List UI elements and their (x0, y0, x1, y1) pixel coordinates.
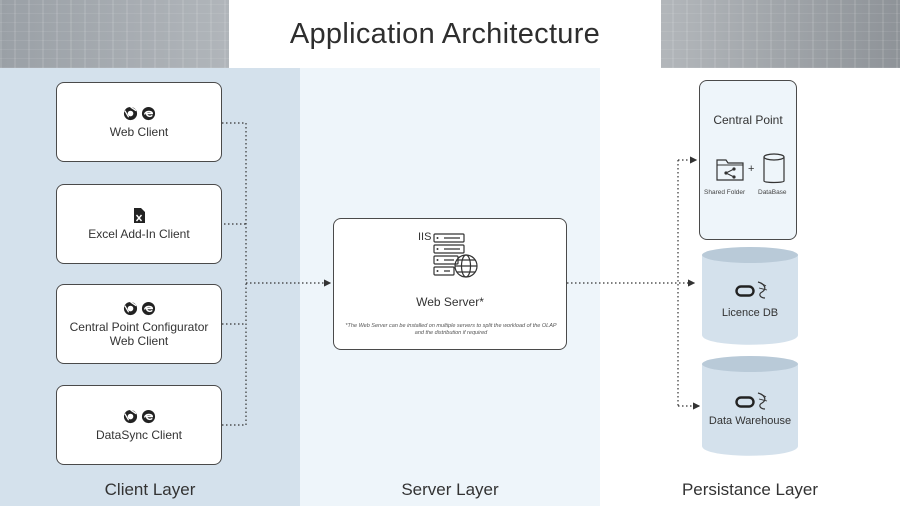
browser-icons (123, 408, 156, 424)
client-card-datasync: DataSync Client (56, 385, 222, 465)
web-server-card: IIS Web Server* *The Web Server can be i… (333, 218, 567, 350)
browser-icons (123, 300, 156, 316)
database-icon (763, 153, 785, 184)
chrome-icon (123, 300, 137, 315)
server-layer-label: Server Layer (401, 480, 499, 499)
data-warehouse-cylinder: Data Warehouse (702, 356, 798, 456)
oracle-icon (735, 396, 755, 408)
persistence-layer-label: Persistance Layer (681, 480, 819, 499)
cylinder-shape (702, 247, 798, 345)
browser-icons (123, 105, 156, 121)
client-layer-label: Client Layer (104, 480, 196, 499)
oracle-icon (735, 285, 755, 297)
client-label-excel: Excel Add-In Client (88, 226, 190, 241)
sql-server-icon (757, 281, 768, 299)
server-globe-icon (433, 233, 478, 278)
page-title: Application Architecture (289, 17, 601, 50)
edge-icon (141, 409, 155, 423)
cylinder-shape (702, 356, 798, 456)
sql-server-icon (757, 392, 768, 410)
central-point-title: Central Point (713, 113, 783, 127)
edge-icon (141, 106, 155, 120)
web-server-note: *The Web Server can be installed on mult… (345, 323, 557, 336)
licence-db-label: Licence DB (721, 307, 779, 319)
licence-db-cylinder: Licence DB (702, 247, 798, 345)
title-box: Application Architecture (229, 0, 661, 68)
client-label-datasync: DataSync Client (95, 427, 183, 442)
excel-icon (134, 207, 145, 223)
client-label-web: Web Client (109, 124, 169, 139)
client-card-configurator: Central Point Configurator Web Client (56, 284, 222, 364)
central-point-card: Central Point + Shared Folder DataBase (699, 80, 797, 240)
client-card-web: Web Client (56, 82, 222, 162)
shared-folder-label: Shared Folder (704, 189, 746, 196)
iis-label: IIS (418, 231, 432, 243)
client-card-excel: Excel Add-In Client (56, 184, 222, 264)
chrome-icon (123, 105, 137, 120)
edge-icon (141, 301, 155, 315)
database-label: DataBase (758, 189, 787, 196)
data-warehouse-label: Data Warehouse (708, 415, 792, 427)
chrome-icon (123, 408, 137, 423)
shared-folder-icon (716, 159, 744, 181)
client-label-configurator: Central Point Configurator Web Client (69, 319, 209, 348)
plus-sign: + (748, 163, 755, 175)
web-server-label: Web Server* (416, 295, 484, 309)
